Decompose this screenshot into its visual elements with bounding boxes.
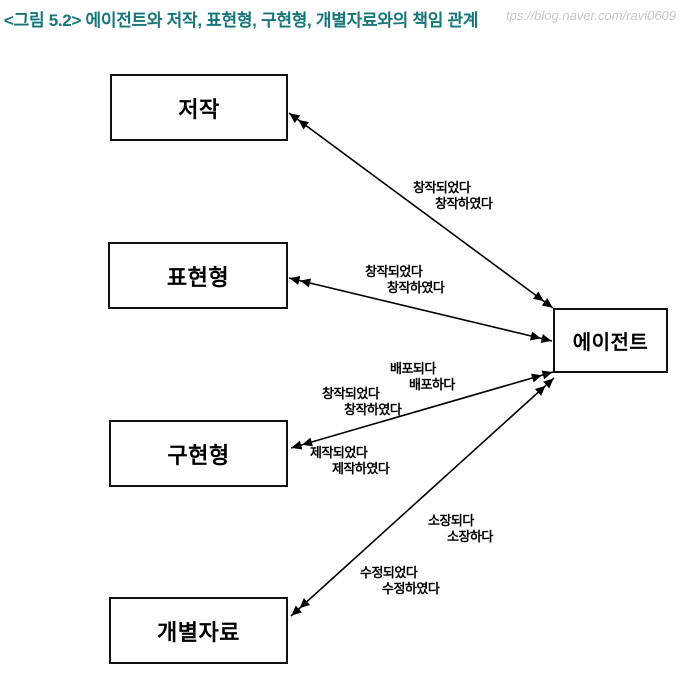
entity-box-item: 개별자료 <box>109 597 288 664</box>
entity-label-work: 저작 <box>178 96 220 122</box>
entity-label-expression: 표현형 <box>166 264 230 290</box>
entity-label-agent: 에이전트 <box>572 332 649 354</box>
relationship-label-owned: 소장되다 소장하다 <box>428 513 493 544</box>
entity-label-manifestation: 구현형 <box>167 442 230 468</box>
relationship-label-work-created: 창작되었다 창작하였다 <box>413 180 493 211</box>
relationship-label-expression-created: 창작되었다 창작하였다 <box>365 264 445 295</box>
entity-box-work: 저작 <box>110 74 288 141</box>
entity-box-manifestation: 구현형 <box>109 420 288 487</box>
figure-caption: <그림 5.2> 에이전트와 저작, 표현형, 구현형, 개별자료와의 책임 관… <box>4 11 479 30</box>
relationship-label-modified: 수정되었다 수정하였다 <box>360 565 440 596</box>
watermark-url: tps://blog.naver.com/ravi0609 <box>506 8 677 23</box>
entity-label-item: 개별자료 <box>157 619 240 645</box>
entity-box-expression: 표현형 <box>108 242 288 309</box>
entity-box-agent: 에이전트 <box>553 308 668 373</box>
relationship-label-manifestation-created: 창작되었다 창작하였다 <box>322 386 402 417</box>
relationship-label-produced: 제작되었다 제작하였다 <box>310 445 390 476</box>
